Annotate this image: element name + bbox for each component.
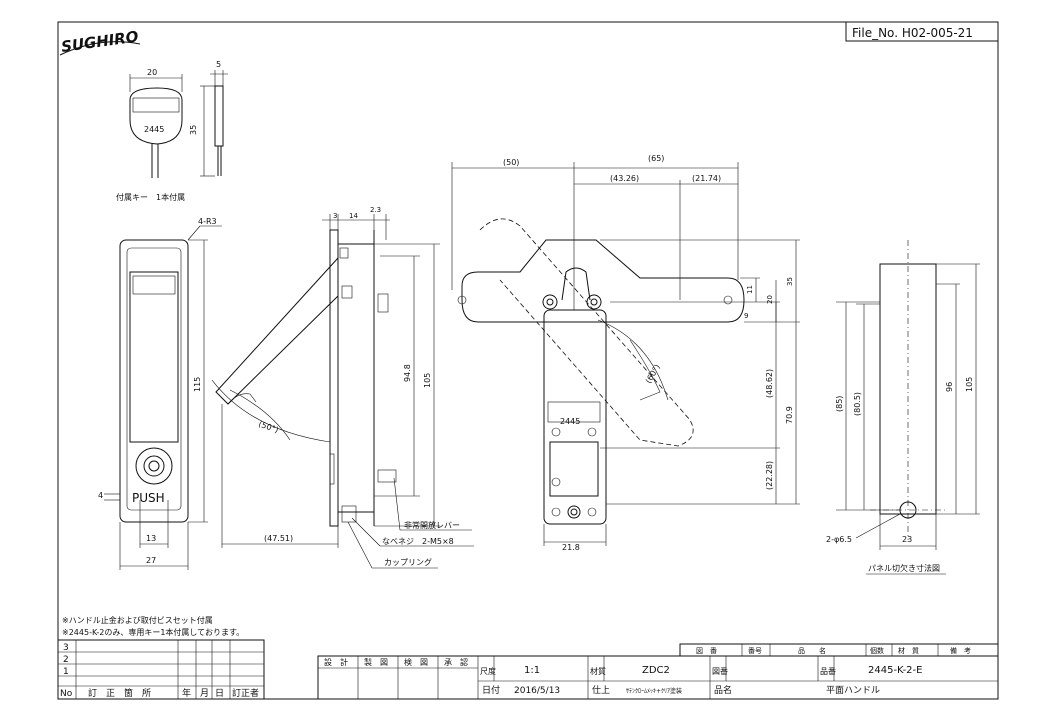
rev-row-3: 3 bbox=[63, 643, 69, 653]
key-dim-thick: 5 bbox=[216, 60, 221, 69]
key-number: 2445 bbox=[144, 125, 164, 134]
side-dim-105: 105 bbox=[423, 373, 432, 388]
file-no-box bbox=[845, 21, 999, 42]
side-dim-3: 3 bbox=[333, 212, 337, 220]
key-caption: 付属キー 1本付属 bbox=[116, 192, 185, 202]
rear-dim-21-74: (21.74) bbox=[692, 174, 721, 183]
panel-dim-hole: 2-φ6.5 bbox=[826, 535, 852, 544]
rev-header-no: No bbox=[60, 689, 73, 699]
rev-row-2: 2 bbox=[63, 655, 69, 665]
finish-label: 仕上 bbox=[592, 684, 610, 696]
sughiro-logo: SUGHIRO bbox=[59, 27, 141, 56]
part-no-value: 2445-K-2-E bbox=[868, 665, 922, 676]
side-dim-2-3: 2.3 bbox=[370, 206, 381, 214]
svg-text:個数: 個数 bbox=[870, 646, 884, 655]
rear-dim-65: (65) bbox=[648, 154, 664, 163]
rear-dim-35: 35 bbox=[786, 277, 794, 286]
rev-header-place: 訂 正 箇 所 bbox=[88, 687, 151, 699]
drawing-border bbox=[57, 21, 999, 700]
material-value: ZDC2 bbox=[642, 665, 670, 676]
file-no: File_No. H02-005-21 bbox=[852, 26, 973, 40]
rear-key-number: 2445 bbox=[560, 417, 580, 426]
rev-header-corrector: 訂正者 bbox=[232, 687, 259, 699]
svg-text:品 名: 品 名 bbox=[798, 646, 826, 655]
rear-dim-22-28: (22.28) bbox=[765, 461, 774, 490]
callout-ring: カップリング bbox=[384, 557, 432, 567]
name-label: 品名 bbox=[714, 684, 732, 696]
rear-dim-43-26: (43.26) bbox=[610, 174, 639, 183]
svg-text:SUGHIRO: SUGHIRO bbox=[60, 27, 140, 56]
scale-value: 1:1 bbox=[524, 665, 540, 676]
drawing-no-label: 図番 bbox=[712, 666, 728, 676]
rear-dim-48-62: (48.62) bbox=[765, 369, 774, 398]
rear-dim-21-8: 21.8 bbox=[562, 543, 580, 552]
rear-dim-20: 20 bbox=[766, 295, 774, 304]
scale-label: 尺度 bbox=[480, 666, 496, 676]
rear-dim-70-9: 70.9 bbox=[785, 406, 794, 424]
date-value: 2016/5/13 bbox=[514, 686, 560, 696]
push-label: PUSH bbox=[132, 491, 165, 505]
side-dim-94-8: 94.8 bbox=[403, 364, 412, 382]
svg-text:承 認: 承 認 bbox=[444, 657, 468, 667]
title-block: 図 番 番号 品 名 個数 材 質 備 考 設 計 製 図 検 図 承 認 尺度… bbox=[317, 643, 999, 700]
rev-header-month: 月 bbox=[200, 688, 209, 699]
svg-text:図 番: 図 番 bbox=[696, 647, 717, 655]
svg-text:材 質: 材 質 bbox=[898, 646, 919, 655]
date-label: 日付 bbox=[482, 685, 500, 696]
panel-dim-105: 105 bbox=[965, 377, 974, 392]
rear-dim-50: (50) bbox=[503, 158, 519, 167]
rear-dim-9: 9 bbox=[744, 312, 748, 320]
panel-dim-96: 96 bbox=[945, 382, 954, 392]
svg-text:設 計: 設 計 bbox=[324, 657, 348, 667]
svg-text:製 図: 製 図 bbox=[364, 657, 388, 667]
front-dim-27: 27 bbox=[146, 556, 156, 565]
side-angle: (50°) bbox=[257, 419, 279, 434]
front-view: PUSH 115 4-R3 4 13 27 bbox=[98, 217, 222, 570]
panel-dim-80-5: (80.5) bbox=[853, 392, 862, 416]
panel-dim-23: 23 bbox=[902, 535, 912, 544]
svg-text:番号: 番号 bbox=[748, 647, 762, 655]
front-dim-height: 115 bbox=[193, 377, 202, 392]
rear-view: 2445 (60°) (50) (65) (43.26) (21.74) 11 bbox=[451, 154, 800, 552]
finish-value: ｻﾃﾝｸﾛｰﾑﾒｯｷ+ｸﾘｱ塗装 bbox=[626, 687, 682, 695]
svg-text:備 考: 備 考 bbox=[950, 646, 971, 655]
part-no-label: 品番 bbox=[820, 666, 836, 676]
revision-table: 3 2 1 No 訂 正 箇 所 年 月 日 訂正者 bbox=[57, 639, 265, 700]
panel-caption: パネル切欠き寸法図 bbox=[868, 563, 940, 573]
side-dim-47-51: (47.51) bbox=[264, 534, 293, 543]
panel-dim-85: (85) bbox=[835, 396, 844, 412]
side-dim-14: 14 bbox=[349, 212, 358, 220]
name-value: 平面ハンドル bbox=[826, 685, 880, 696]
front-dim-13: 13 bbox=[146, 534, 156, 543]
key-dim-width: 20 bbox=[147, 68, 157, 77]
front-dim-4: 4 bbox=[98, 491, 103, 500]
panel-view: (85) (80.5) 96 105 2-φ6.5 23 パネル切欠き寸法図 bbox=[826, 240, 980, 575]
callout-lever: 非常開放レバー bbox=[404, 520, 460, 530]
rev-header-year: 年 bbox=[182, 687, 191, 699]
rev-row-1: 1 bbox=[63, 667, 69, 677]
note-2: ※2445-K-2のみ、専用キー1本付属しております。 bbox=[62, 627, 244, 637]
key-view: 2445 20 5 35 付属キー 1本付属 bbox=[116, 60, 228, 202]
rev-header-day: 日 bbox=[215, 688, 224, 699]
key-dim-height: 35 bbox=[189, 125, 198, 135]
rear-dim-11: 11 bbox=[746, 285, 754, 294]
material-label: 材質 bbox=[590, 666, 606, 676]
side-view: (50°) 3 14 2.3 94.8 105 (47.51) 非常開放レバー … bbox=[211, 206, 474, 569]
callout-screw: なべネジ 2-M5×8 bbox=[382, 537, 454, 546]
note-1: ※ハンドル止金および取付ビスセット付属 bbox=[62, 615, 213, 625]
corner-radius: 4-R3 bbox=[198, 217, 217, 226]
svg-text:検 図: 検 図 bbox=[404, 657, 428, 667]
